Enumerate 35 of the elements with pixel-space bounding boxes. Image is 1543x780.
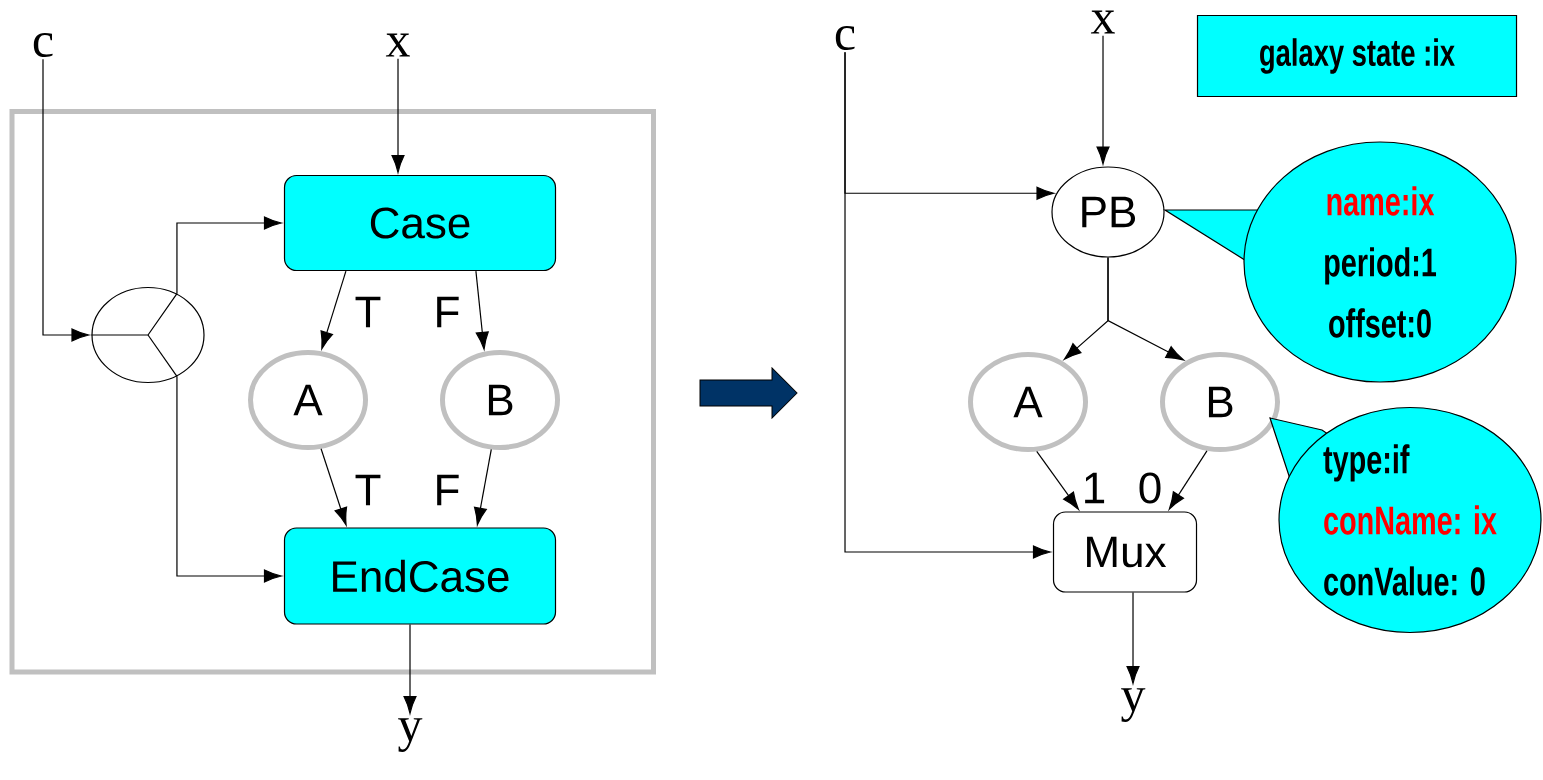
speech-bubble: name:ix period:1 offset:0 <box>1162 141 1517 383</box>
edge-label: T <box>353 295 383 329</box>
arrow <box>403 624 417 714</box>
arrow <box>320 270 347 350</box>
variable-label: x <box>1090 10 1115 34</box>
arrow <box>176 375 282 583</box>
process-box: EndCase <box>283 527 557 625</box>
process-box: Case <box>283 174 557 272</box>
variable-label: c <box>835 26 855 51</box>
process-box: Mux <box>1052 511 1198 593</box>
arrow <box>1096 35 1110 165</box>
variable-label: x <box>385 33 410 57</box>
arrow <box>42 58 90 342</box>
arrow <box>475 270 489 350</box>
variable-label: y <box>1121 688 1146 722</box>
edge-label: F <box>432 473 462 507</box>
state-box: galaxy state :ix <box>1196 14 1518 98</box>
arrow <box>1126 592 1140 684</box>
arrow <box>1036 450 1079 510</box>
arrow <box>176 216 282 295</box>
variable-label: c <box>33 33 53 58</box>
junction-circle <box>90 286 205 384</box>
arrow <box>391 58 405 173</box>
arrow <box>1107 257 1184 361</box>
arrow <box>473 448 492 526</box>
edge-label: T <box>353 473 383 507</box>
edge-label: 0 <box>1136 471 1164 505</box>
frame-box <box>9 109 656 675</box>
arrow <box>844 51 1051 559</box>
arrow <box>320 448 348 526</box>
edge-label: 1 <box>1080 471 1108 505</box>
speech-bubble: type:if conName: ix conValue: 0 <box>1269 406 1542 634</box>
variable-label: y <box>398 718 423 752</box>
edge-label: F <box>432 295 462 329</box>
arrow <box>1168 450 1208 510</box>
